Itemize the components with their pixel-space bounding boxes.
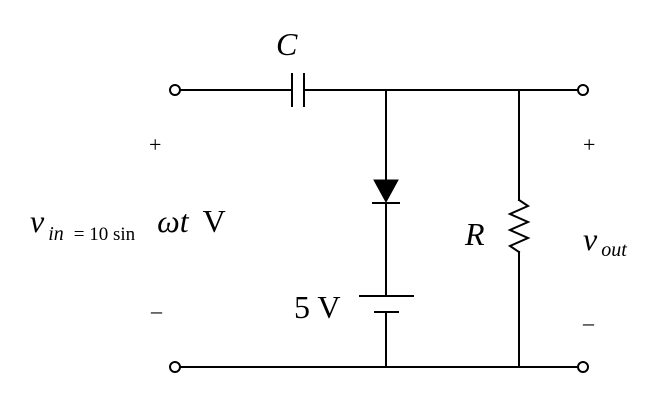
input-minus-sign: –: [150, 298, 163, 323]
output-terminal-bottom: [577, 361, 589, 373]
vin-unit: V: [203, 203, 226, 239]
battery: [359, 295, 414, 313]
diode: [372, 179, 400, 204]
vin-symbol: v: [30, 203, 45, 239]
vin-subscript: in: [48, 223, 64, 245]
output-plus-sign: +: [583, 132, 595, 157]
output-terminal-top: [577, 84, 589, 96]
input-terminal-bottom: [169, 361, 181, 373]
vout-subscript: out: [601, 239, 627, 261]
capacitor-label: C: [276, 26, 298, 62]
source-voltage-label: 5 V: [294, 289, 341, 325]
capacitor: [291, 73, 305, 107]
vin-omega-t: ωt: [157, 203, 190, 239]
output-minus-sign: –: [582, 310, 595, 335]
resistor-label: R: [464, 216, 485, 252]
vin-label: v in = 10 sin ωt V: [30, 203, 226, 245]
input-terminal-top: [169, 84, 181, 96]
input-plus-sign: +: [149, 132, 161, 157]
vout-symbol: v: [583, 221, 598, 257]
vin-expression: = 10 sin: [74, 224, 136, 245]
resistor: [507, 198, 531, 254]
vout-label: v out: [583, 221, 627, 261]
